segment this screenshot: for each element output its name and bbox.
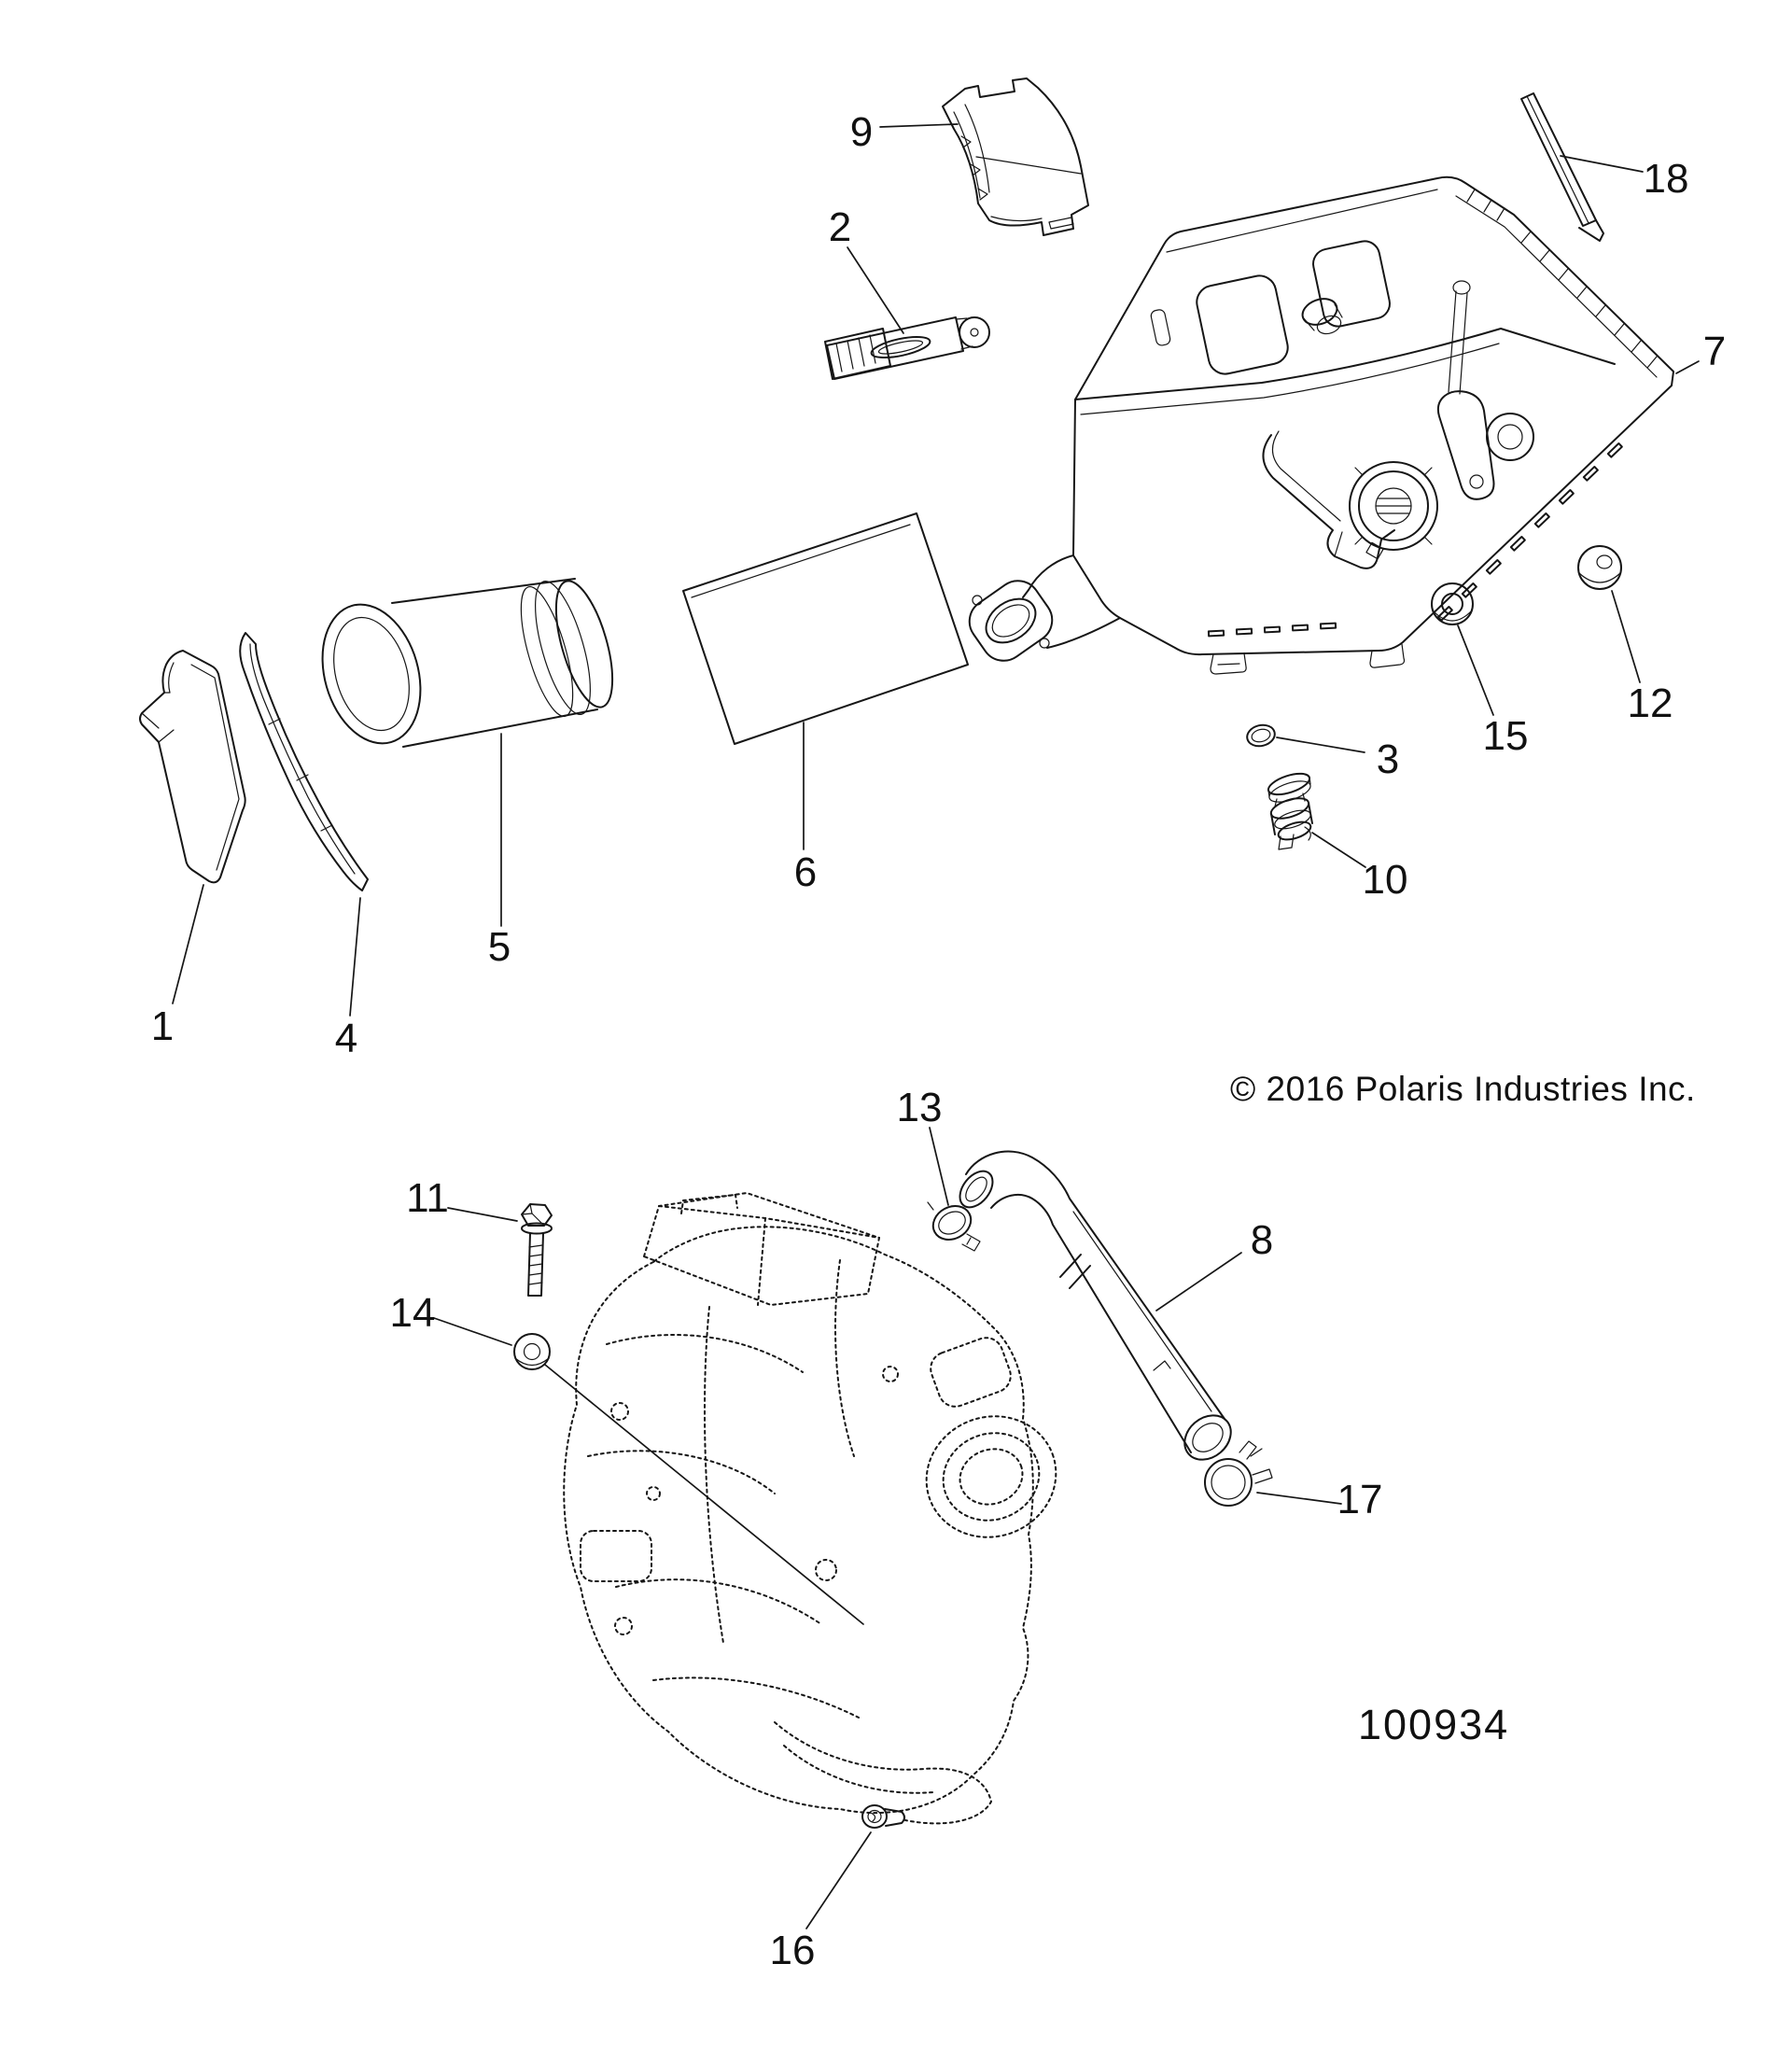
- leader-line-10: [1311, 832, 1366, 868]
- callout-9: 9: [850, 109, 873, 155]
- leader-line-7: [1675, 360, 1700, 374]
- part-5-air-filter: [321, 578, 614, 748]
- part-6-filter-panel: [682, 512, 969, 745]
- leader-line-16: [805, 1831, 872, 1929]
- part-4-seal: [239, 632, 369, 891]
- part-7-airbox: [968, 175, 1674, 675]
- part-12-grommet: [1577, 545, 1622, 590]
- part-10-drain-valve: [1267, 772, 1313, 850]
- callout-16: 16: [770, 1928, 816, 1973]
- callout-4: 4: [335, 1016, 357, 1061]
- part-8-intake-hose: [959, 1150, 1232, 1461]
- callout-3: 3: [1377, 736, 1399, 782]
- callout-2: 2: [829, 204, 851, 250]
- callout-18: 18: [1644, 156, 1689, 202]
- part-18-seal-strip: [1520, 92, 1604, 242]
- leader-line-2: [847, 246, 904, 334]
- leader-line-15: [1457, 624, 1494, 716]
- part-16-plug: [861, 1804, 905, 1829]
- part-2-latch: [824, 316, 990, 380]
- callout-12: 12: [1628, 680, 1673, 726]
- callout-10: 10: [1363, 857, 1408, 903]
- engine-reference: [563, 1192, 1057, 1825]
- callout-14: 14: [390, 1290, 436, 1336]
- callout-1: 1: [151, 1003, 174, 1049]
- leader-line-9: [879, 123, 959, 128]
- callout-5: 5: [488, 924, 511, 970]
- part-15-washer: [1431, 582, 1474, 625]
- leader-line-18: [1560, 155, 1644, 173]
- callout-7: 7: [1703, 329, 1726, 374]
- callout-11: 11: [406, 1175, 449, 1221]
- callout-15: 15: [1483, 713, 1529, 759]
- part-3-oring: [1246, 723, 1276, 748]
- leader-line-17: [1256, 1492, 1342, 1505]
- callout-13: 13: [897, 1085, 943, 1130]
- copyright-notice: © 2016 Polaris Industries Inc.: [1230, 1070, 1696, 1108]
- leader-line-11: [447, 1207, 518, 1222]
- part-11-bolt: [521, 1203, 553, 1297]
- leader-line-12: [1611, 590, 1641, 683]
- part-14-washer: [513, 1333, 864, 1625]
- part-1-cover: [139, 650, 246, 884]
- part-9-vent-cover: [942, 77, 1089, 236]
- part-13-hose-clamp: [927, 1201, 981, 1252]
- leader-line-3: [1276, 736, 1365, 753]
- leader-line-8: [1155, 1252, 1242, 1312]
- part-17-hose-clamp: [1204, 1440, 1273, 1507]
- leader-line-13: [929, 1127, 949, 1206]
- callout-6: 6: [794, 849, 817, 895]
- leader-line-1: [172, 884, 204, 1004]
- callout-17: 17: [1337, 1477, 1383, 1522]
- callout-8: 8: [1251, 1217, 1273, 1263]
- leader-line-4: [349, 897, 361, 1017]
- drawing-number: 100934: [1358, 1701, 1510, 1748]
- leader-line-14: [433, 1317, 512, 1346]
